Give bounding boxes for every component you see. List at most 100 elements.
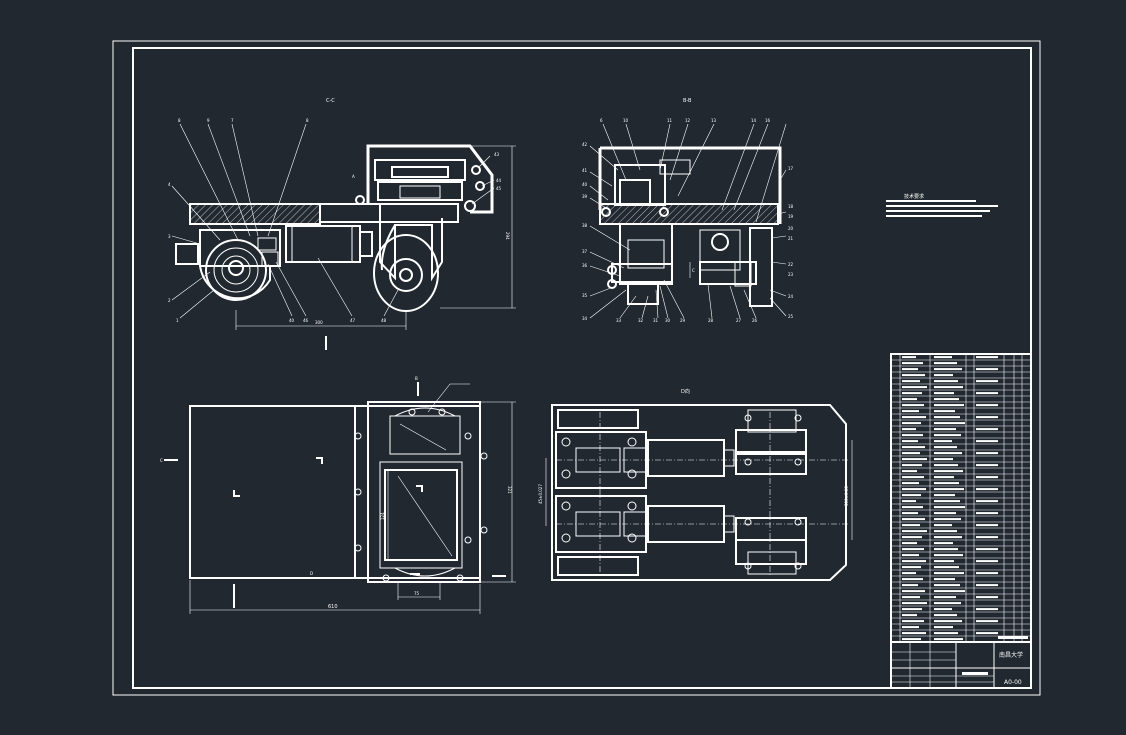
parts-list-cell-text	[934, 638, 963, 641]
parts-list-cell-text	[976, 380, 998, 383]
callout-side-14: 36	[582, 263, 588, 268]
parts-list-cell-text	[902, 626, 919, 629]
parts-list-cell-text	[934, 494, 955, 497]
callout-side-13: 37	[582, 249, 588, 254]
parts-list-cell-text	[934, 410, 955, 413]
parts-list-cell-text	[902, 416, 926, 419]
parts-list-cell-text	[902, 440, 918, 443]
parts-list-cell-text	[934, 452, 962, 455]
parts-list-cell-text	[902, 356, 916, 359]
callout-front-11: 47	[350, 318, 356, 323]
section-mark-a: A	[352, 174, 355, 179]
callout-side-5: 13	[711, 118, 717, 123]
side-section-view: B-B C	[582, 98, 794, 323]
front-section-label: C-C	[326, 98, 335, 104]
parts-list-cell-text	[934, 386, 963, 389]
parts-list-cell-text	[934, 626, 953, 629]
parts-list-cell-text	[902, 566, 921, 569]
parts-list-cell-text	[934, 608, 952, 611]
parts-list-cell-text	[902, 560, 926, 563]
parts-list-cell-text	[976, 428, 998, 431]
parts-list-cell-text	[934, 566, 959, 569]
parts-list-cell-text	[934, 368, 962, 371]
parts-list-cell-text	[902, 374, 925, 377]
front-section-view: C-C	[168, 98, 516, 350]
parts-list-cell-text	[976, 608, 998, 611]
parts-list-cell-text	[976, 452, 998, 455]
bottom-left-dim: 45±0.027	[538, 484, 543, 504]
parts-list-cell-text	[976, 620, 998, 623]
parts-list-cell-text	[902, 434, 923, 437]
parts-list-cell-text	[934, 596, 956, 599]
parts-list-cell-text	[902, 518, 925, 521]
parts-list-cell-text	[902, 488, 926, 491]
callout-side-28: 22	[788, 262, 794, 267]
bottom-right-dim: 300±0.05	[844, 486, 849, 506]
callout-front-13: 43	[494, 152, 500, 157]
parts-list-cell-text	[934, 578, 955, 581]
callout-side-11: 39	[582, 194, 588, 199]
callout-front-8: 1	[176, 318, 179, 323]
parts-list-cell-text	[976, 392, 998, 395]
parts-list-cell-text	[976, 356, 998, 359]
parts-list-cell-text	[902, 590, 925, 593]
parts-list-cell-text	[902, 404, 924, 407]
outer-border	[112, 40, 1041, 696]
parts-list-cell-text	[902, 620, 924, 623]
parts-list-cell-text	[934, 356, 952, 359]
callout-front-3: 7	[231, 118, 234, 123]
parts-list-cell-text	[902, 410, 919, 413]
parts-list-cell-text	[934, 464, 958, 467]
top-inner-dim: 124	[380, 512, 385, 520]
parts-list-cell-text	[934, 536, 962, 539]
parts-list-cell-text	[902, 524, 920, 527]
parts-list-cell-text	[902, 596, 920, 599]
parts-list-cell-text	[934, 620, 962, 623]
callout-side-7: 16	[765, 118, 771, 123]
parts-list-cell-text	[934, 440, 952, 443]
drawing-number: A0-00	[1004, 679, 1022, 686]
parts-list-cell-text	[934, 524, 952, 527]
front-width-dim: 300	[315, 320, 323, 325]
notes-title: 技术要求	[904, 193, 924, 200]
top-view-mark-d: D	[310, 571, 313, 576]
parts-list-cell-text	[902, 578, 923, 581]
parts-list-cell-text	[934, 434, 961, 437]
callout-side-16: 34	[582, 316, 588, 321]
parts-list-cell-text	[934, 506, 965, 509]
callout-side-6: 14	[751, 118, 757, 123]
side-section-mark: C	[692, 268, 695, 273]
parts-list-cell-text	[902, 506, 923, 509]
top-width-dim: 610	[328, 604, 338, 610]
parts-list-cell-text	[902, 542, 917, 545]
callout-side-27: 23	[788, 272, 794, 277]
parts-list-cell-text	[902, 554, 919, 557]
parts-list-cell-text	[902, 476, 924, 479]
parts-list-cell-text	[934, 362, 957, 365]
parts-list-cell-text	[902, 398, 917, 401]
callout-side-26: 24	[788, 294, 794, 299]
callout-front-14: 44	[496, 178, 502, 183]
callout-front-12: 48	[381, 318, 387, 323]
parts-list-cell-text	[902, 464, 922, 467]
callout-side-32: 18	[788, 204, 794, 209]
parts-list-cell-text	[934, 476, 954, 479]
parts-list-cell-text	[976, 596, 998, 599]
callout-side-19: 31	[653, 318, 659, 323]
parts-list-cell-text	[976, 572, 998, 575]
callout-side-25: 25	[788, 314, 794, 319]
parts-list-cell-text	[902, 512, 918, 515]
parts-list-cell-text	[934, 614, 957, 617]
parts-list-cell-text	[902, 362, 923, 365]
parts-list-cell-text	[902, 530, 927, 533]
callout-side-23: 27	[736, 318, 742, 323]
top-view-mark-c: C	[160, 458, 163, 463]
parts-list-cell-text	[934, 392, 954, 395]
parts-list-cell-text	[934, 542, 953, 545]
callout-front-15: 45	[496, 186, 502, 191]
bottom-view: D向	[538, 388, 853, 581]
callout-side-24: 26	[752, 318, 758, 323]
parts-list-cell-text	[902, 470, 917, 473]
parts-list-cell-text	[976, 512, 998, 515]
